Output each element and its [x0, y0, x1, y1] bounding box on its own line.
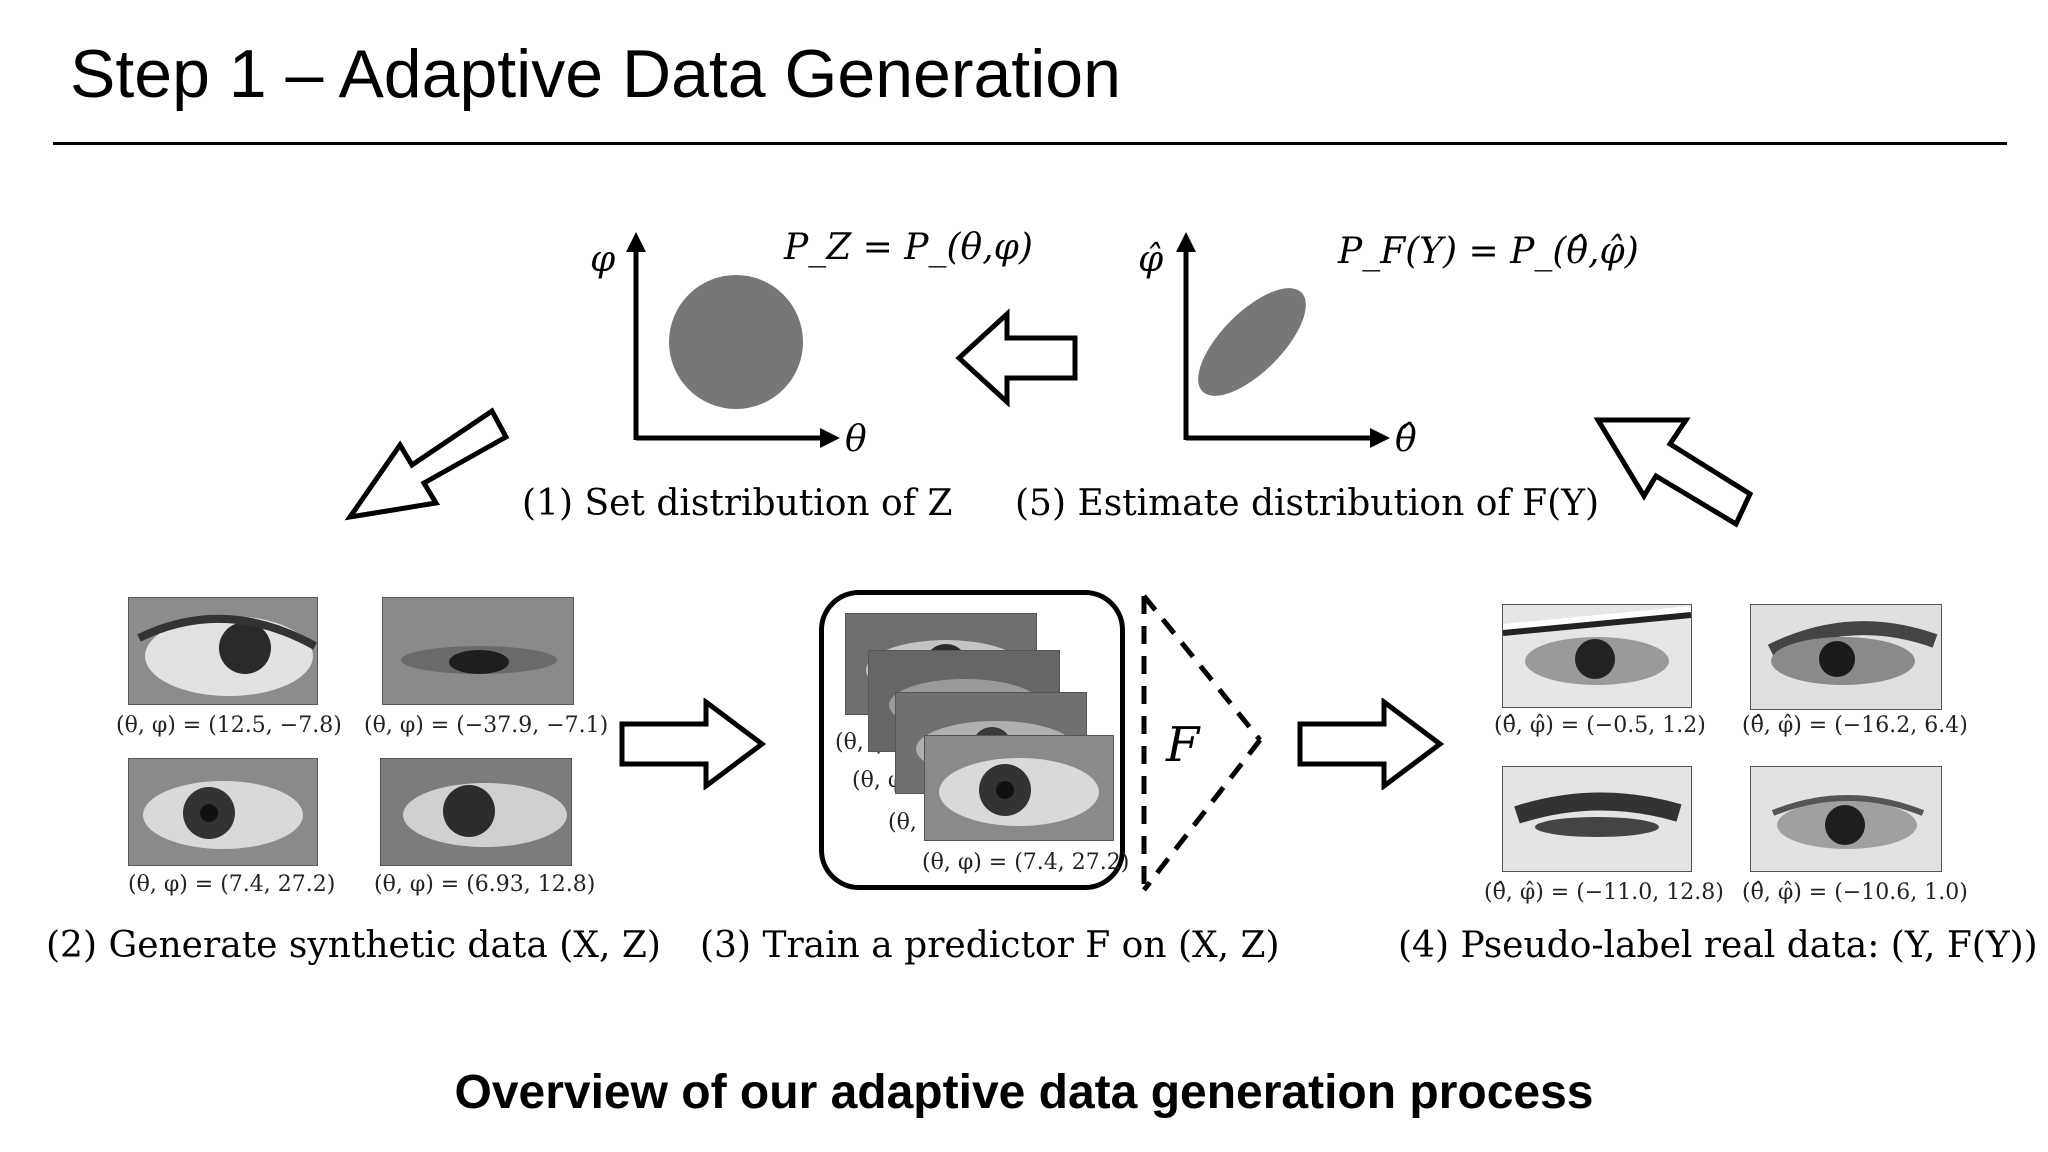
real-eye-image-4 [1750, 766, 1942, 872]
real-caption-4: (θ̂, φ̂) = (−10.6, 1.0) [1742, 880, 1968, 905]
synthetic-eye-image-2 [382, 597, 574, 705]
stacked-eye-image-front [924, 735, 1114, 841]
synthetic-caption-1: (θ, φ) = (12.5, −7.8) [116, 713, 342, 738]
pz-formula: P_Z = P_(θ,φ) [784, 227, 1033, 268]
synthetic-caption-3: (θ, φ) = (7.4, 27.2) [128, 872, 336, 897]
uniform-circle-distribution [669, 275, 803, 409]
step-1-label: (1) Set distribution of Z [522, 483, 953, 524]
stacked-caption-front: (θ, φ) = (7.4, 27.2) [922, 850, 1130, 875]
arrow-3-to-4 [1297, 698, 1445, 790]
real-caption-2: (θ̂, φ̂) = (−16.2, 6.4) [1742, 713, 1968, 738]
predictor-training-box [819, 590, 1125, 890]
title-divider [53, 142, 2007, 145]
model-f-triangle [1141, 594, 1262, 892]
synthetic-eye-image-3 [128, 758, 318, 866]
y-axis-arrowhead [1176, 232, 1196, 252]
distribution-fy-plot [1176, 232, 1390, 448]
estimated-ellipse-distribution [1198, 288, 1306, 396]
y-axis-arrowhead [626, 232, 646, 252]
arrow-4-to-5 [1593, 417, 1754, 528]
theta-hat-axis-label: θ̂ [1395, 419, 1417, 460]
real-caption-3: (θ̂, φ̂) = (−11.0, 12.8) [1484, 880, 1724, 905]
pfy-formula: P_F(Y) = P_(θ̂,φ̂) [1338, 231, 1639, 272]
phi-axis-label: φ [590, 239, 616, 280]
synthetic-eye-image-1 [128, 597, 318, 705]
phi-hat-axis-label: φ̂ [1138, 239, 1164, 280]
real-caption-1: (θ̂, φ̂) = (−0.5, 1.2) [1494, 713, 1706, 738]
step-3-label: (3) Train a predictor F on (X, Z) [700, 925, 1280, 966]
real-eye-image-3 [1502, 766, 1692, 872]
model-f-label: F [1166, 717, 1200, 773]
slide-title: Step 1 – Adaptive Data Generation [70, 36, 1121, 112]
step-4-label: (4) Pseudo-label real data: (Y, F(Y)) [1398, 925, 2038, 966]
x-axis-arrowhead [1370, 428, 1390, 448]
footer-caption: Overview of our adaptive data generation… [454, 1066, 1594, 1119]
arrow-2-to-3 [619, 698, 767, 790]
theta-axis-label: θ [845, 419, 867, 460]
arrow-1-to-2 [344, 407, 510, 521]
stacked-caption-2: (θ, φ [852, 768, 904, 793]
step-2-label: (2) Generate synthetic data (X, Z) [46, 925, 661, 966]
step-5-label: (5) Estimate distribution of F(Y) [1015, 483, 1599, 524]
x-axis-arrowhead [820, 428, 840, 448]
distribution-z-plot [626, 232, 840, 448]
synthetic-eye-image-4 [380, 758, 572, 866]
real-eye-image-1 [1502, 604, 1692, 708]
arrow-5-to-1 [955, 308, 1078, 408]
synthetic-caption-4: (θ, φ) = (6.93, 12.8) [374, 872, 596, 897]
real-eye-image-2 [1750, 604, 1942, 710]
synthetic-caption-2: (θ, φ) = (−37.9, −7.1) [364, 713, 609, 738]
